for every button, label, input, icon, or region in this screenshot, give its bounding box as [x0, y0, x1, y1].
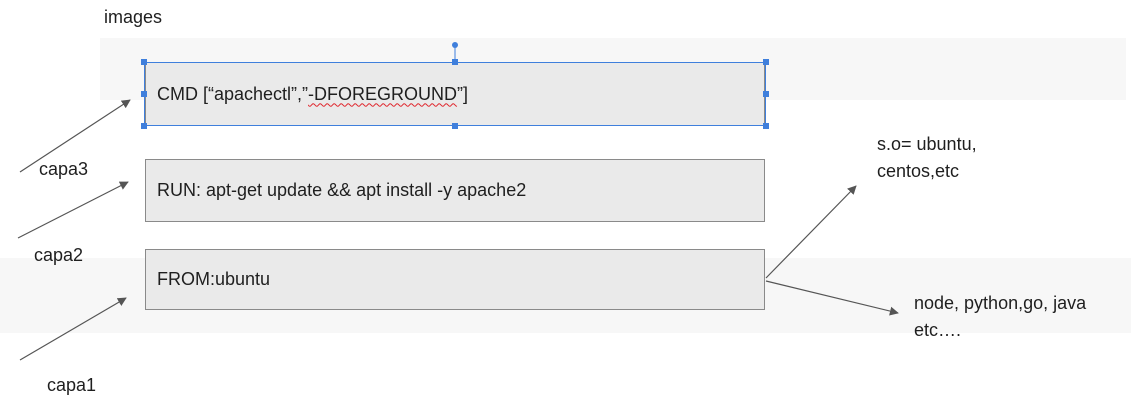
capa3-arrow — [19, 99, 131, 173]
cmd-text-suffix: ”] — [457, 83, 469, 104]
rotate-handle — [452, 42, 458, 48]
layer-box-from[interactable]: FROM:ubuntu — [145, 249, 765, 310]
cmd-text-flag: -DFOREGROUND — [308, 83, 458, 104]
note-lang-line2: etc…. — [914, 320, 962, 340]
layer-box-cmd[interactable]: CMD [“apachectl”,”-DFOREGROUND”] — [145, 62, 765, 126]
resize-handle[interactable] — [141, 123, 147, 129]
os-arrow — [765, 185, 857, 279]
resize-handle[interactable] — [452, 123, 458, 129]
note-lang-line1: node, python,go, java — [914, 293, 1087, 313]
resize-handle[interactable] — [141, 91, 147, 97]
resize-handle[interactable] — [763, 123, 769, 129]
cmd-text-prefix: CMD [“apachectl”,” — [157, 83, 309, 104]
resize-handle[interactable] — [763, 91, 769, 97]
resize-handle[interactable] — [141, 59, 147, 65]
resize-handle[interactable] — [763, 59, 769, 65]
from-text: FROM:ubuntu — [157, 269, 271, 289]
run-text: RUN: apt-get update && apt install -y ap… — [157, 180, 527, 200]
note-os-line2: centos,etc — [877, 161, 960, 181]
capa2-arrow — [17, 181, 129, 239]
lang-arrow — [765, 280, 899, 316]
label-capa1: capa1 — [47, 375, 97, 395]
label-capa2: capa2 — [34, 245, 84, 265]
label-capa3: capa3 — [39, 159, 89, 179]
diagram-title: images — [104, 7, 163, 27]
note-os-line1: s.o= ubuntu, — [877, 134, 977, 154]
capa1-arrow — [19, 297, 127, 361]
layer-box-run[interactable]: RUN: apt-get update && apt install -y ap… — [145, 159, 765, 222]
